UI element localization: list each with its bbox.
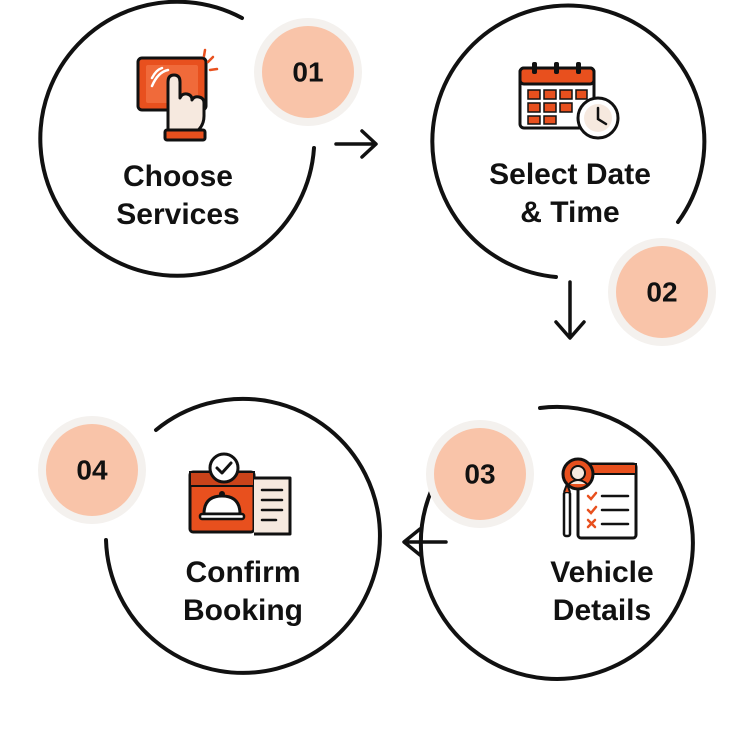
step-03-number: 03: [464, 459, 495, 490]
step-01-number: 01: [292, 57, 323, 88]
step-01-label-line1: Choose: [123, 160, 233, 193]
step-03: 03 Vehicle Details: [418, 404, 695, 681]
step-01: 01 Choose Services: [38, 0, 362, 278]
touchscreen-tap-icon: [136, 48, 219, 142]
step-04-badge: 04: [38, 416, 146, 524]
step-01-label-line2: Services: [116, 198, 239, 231]
step-02-label-line2: & Time: [520, 196, 619, 229]
arrow-right-icon: [334, 129, 378, 159]
calendar-clock-icon: [518, 62, 620, 140]
step-02-badge: 02: [608, 238, 716, 346]
step-04-number: 04: [76, 455, 108, 486]
step-02: 02 Select Date & Time: [430, 3, 716, 346]
step-04-label-line1: Confirm: [186, 556, 301, 589]
step-04-circle-outline: [104, 396, 382, 675]
step-01-circle-outline: [38, 0, 316, 278]
service-bell-box-icon: [188, 452, 292, 536]
step-03-circle-outline: [418, 404, 695, 681]
arrow-down-icon: [554, 280, 586, 340]
arrow-left-icon: [402, 527, 448, 557]
step-02-number: 02: [646, 277, 677, 308]
step-02-label-line1: Select Date: [489, 158, 651, 191]
driver-checklist-icon: [561, 457, 638, 540]
step-03-label-line1: Vehicle: [550, 556, 653, 589]
step-04: 04 Confirm Booking: [38, 396, 382, 675]
step-02-circle-outline: [430, 3, 707, 279]
step-04-label-line2: Booking: [183, 594, 303, 627]
step-01-badge: 01: [254, 18, 362, 126]
step-03-badge: 03: [426, 420, 534, 528]
step-03-label-line2: Details: [553, 594, 651, 627]
